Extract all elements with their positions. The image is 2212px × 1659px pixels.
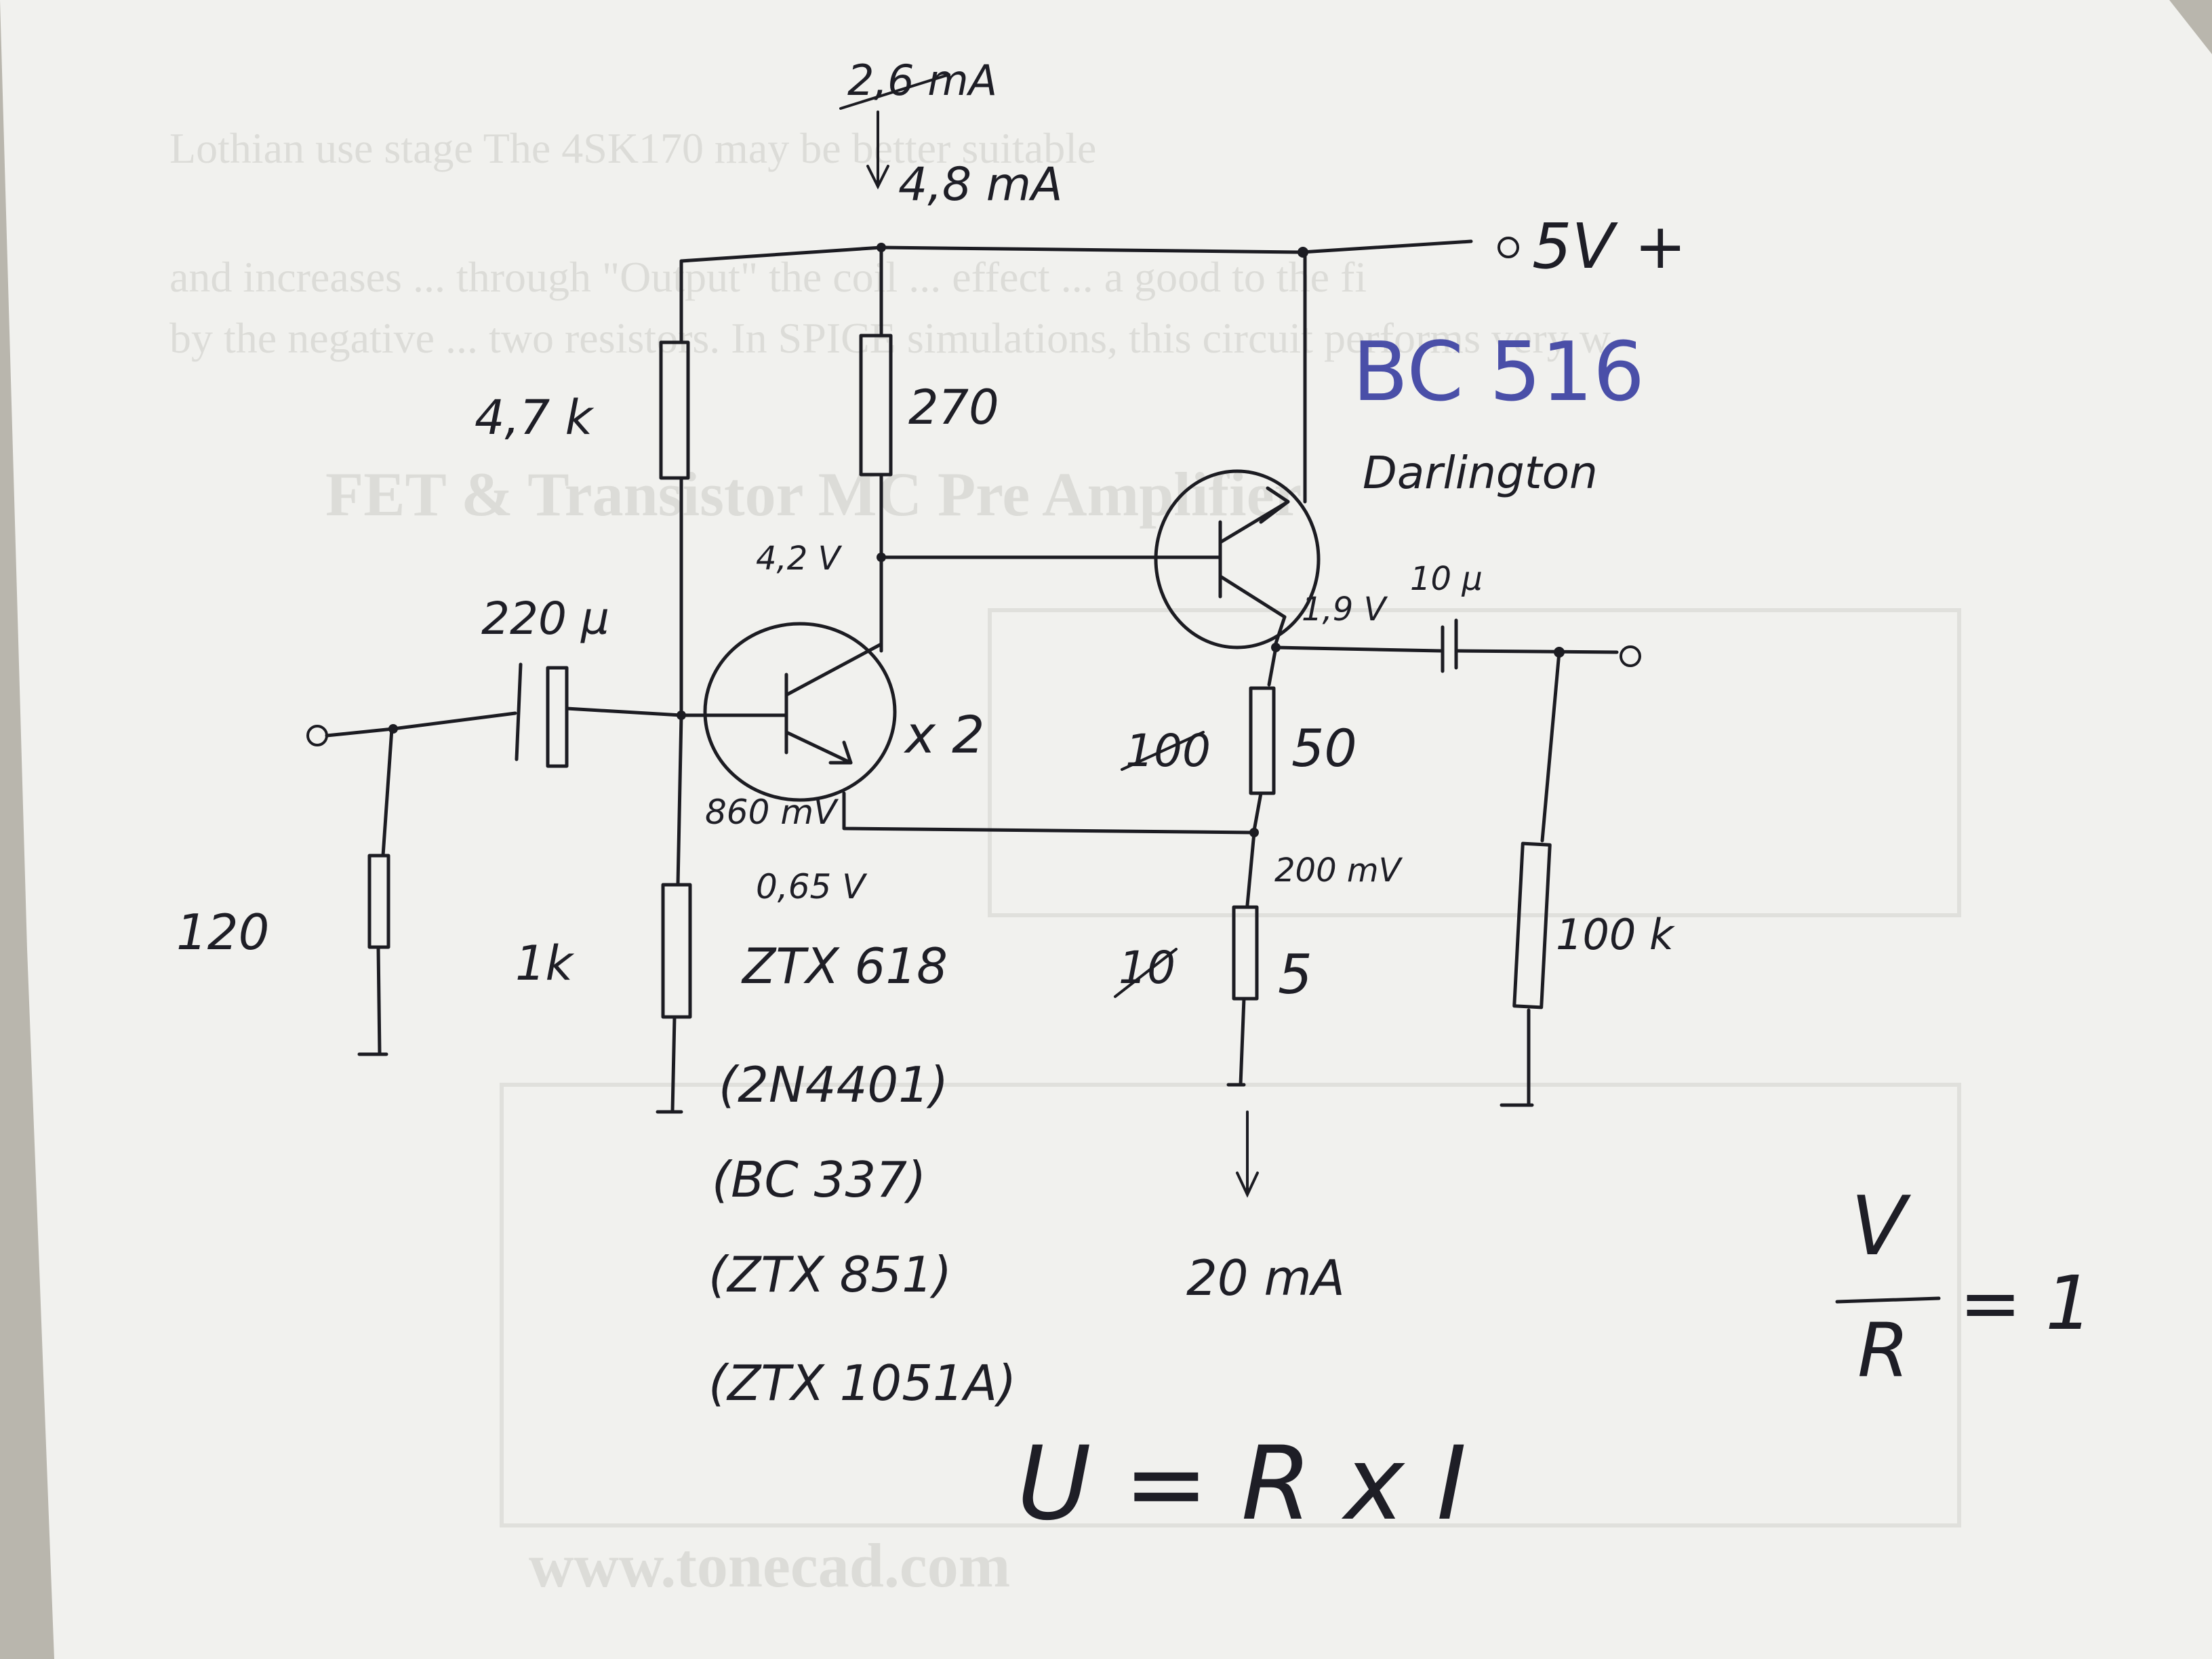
v-output-label: 1,9 V	[1302, 591, 1388, 628]
supply-current-label: 4,8 mA	[898, 158, 1063, 212]
v-collector-label: 4,2 V	[756, 540, 843, 578]
output-network	[1274, 618, 1641, 1107]
r-collector-label: 270	[908, 380, 999, 435]
svg-text:www.tonecad.com: www.tonecad.com	[529, 1531, 1010, 1600]
transistor-option-5: (ZTX 1051A)	[708, 1355, 1016, 1412]
supply-voltage-label: 5V +	[1532, 210, 1687, 283]
feedback-wire	[842, 791, 1256, 835]
v-feedback-label: 200 mV	[1274, 852, 1403, 890]
multiplier-label: x 2	[904, 704, 985, 765]
svg-text:FET & Transistor MC Pre Amplif: FET & Transistor MC Pre Amplifier	[325, 460, 1302, 529]
darlington-type-label: Darlington	[1363, 447, 1598, 499]
input-network	[306, 662, 683, 1056]
transistor-option-4: (ZTX 851)	[708, 1246, 952, 1303]
v-base-label: 860 mV	[705, 793, 839, 832]
v-emitter-label: 0,65 V	[756, 867, 868, 906]
transistor-option-1: ZTX 618	[741, 938, 948, 995]
input-transistor	[677, 622, 897, 802]
svg-text:and increases ... through "Out: and increases ... through "Output" the c…	[169, 253, 1367, 301]
ratio-numerator: V	[1851, 1180, 1912, 1274]
r-load-label: 50	[1291, 718, 1357, 778]
c-output-label: 10 µ	[1410, 560, 1483, 598]
r-emitter-label: 5	[1278, 943, 1312, 1006]
annotations: 2,6 mA 4,8 mA 5V + 4,7 k 270 4,2 V BC 51…	[176, 56, 2093, 1543]
current-out-label: 20 mA	[1186, 1250, 1345, 1306]
ratio-equals: = 1	[1959, 1260, 2093, 1346]
r-load-struck: 100	[1125, 725, 1211, 777]
resistor-4k7	[659, 259, 690, 714]
darlington-part-label: BC 516	[1352, 325, 1645, 420]
r-input-label: 120	[176, 904, 269, 961]
transistor-option-2: (2N4401)	[719, 1056, 948, 1113]
svg-text:Lothian use: Lothian use stage The 4SK170 may be bett…	[169, 124, 1096, 172]
ratio-denominator: R	[1857, 1307, 1909, 1394]
supply-current-struck: 2,6 mA	[847, 56, 997, 105]
darlington-transistor	[1154, 250, 1321, 652]
r-bias-bottom-label: 1k	[515, 936, 575, 991]
r-bleed-label: 100 k	[1556, 910, 1675, 959]
resistor-1k	[656, 713, 692, 1114]
transistor-option-3: (BC 337)	[712, 1151, 926, 1208]
ohms-law-formula: U = R x I	[1017, 1425, 1466, 1543]
c-input-label: 220 µ	[481, 593, 609, 645]
r-bias-top-label: 4,7 k	[475, 390, 595, 445]
resistor-270	[859, 245, 893, 653]
